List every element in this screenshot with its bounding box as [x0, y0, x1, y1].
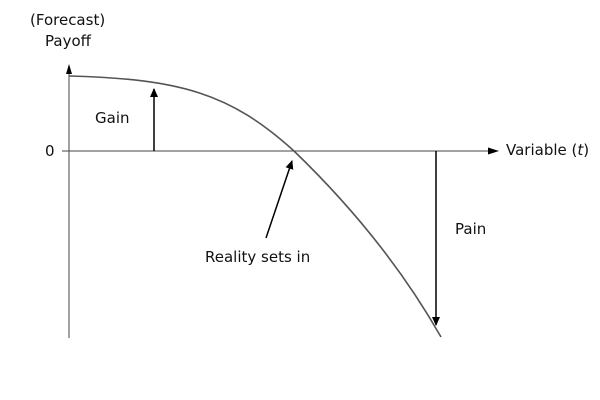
payoff-curve: [68, 75, 442, 338]
gain-label: Gain: [95, 109, 130, 127]
x-axis-label: Variable (t): [506, 141, 589, 159]
x-axis-label-suffix: ): [583, 141, 590, 159]
y-axis-arrowhead: [66, 64, 72, 74]
y-axis-label-line1: (Forecast): [30, 11, 106, 29]
x-axis-label-prefix: Variable (: [506, 141, 578, 159]
x-axis-arrowhead: [488, 147, 499, 155]
y-axis-label-line2: Payoff: [45, 32, 91, 50]
y-axis-zero-tick: 0: [45, 142, 55, 160]
reality-arrow: [265, 160, 294, 239]
x-axis-label-var: t: [577, 141, 584, 159]
pain-label: Pain: [455, 220, 487, 238]
reality-sets-in-label: Reality sets in: [205, 248, 311, 266]
